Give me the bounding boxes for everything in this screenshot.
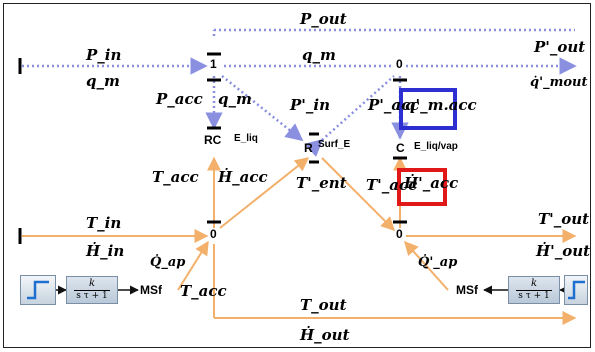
bond-0-to-r	[219, 157, 310, 229]
label-q-m-junction: q_m	[218, 90, 252, 108]
label-t-acc-prime: T'_acc	[366, 176, 418, 194]
node-r-tag: Surf_E	[318, 139, 351, 150]
node-one-junction: 1	[210, 57, 217, 71]
label-q-m-left: q_m	[86, 72, 120, 90]
tf-right-denominator: s τ + 1	[518, 291, 550, 301]
label-p-in: P_in	[86, 46, 122, 64]
bond-qap-left	[177, 240, 209, 291]
label-q-ap-prime: Q̇'_ap	[418, 255, 458, 270]
transfer-function-right: k s τ + 1	[508, 276, 560, 304]
node-zero-top-right: 0	[396, 57, 403, 71]
label-t-acc-bottom: T_acc	[180, 282, 227, 300]
label-t-out: T_out	[300, 296, 347, 314]
label-h-out: Ḣ_out	[300, 326, 350, 344]
diagram-frame	[3, 3, 591, 348]
label-t-ent-prime: T'_ent	[296, 174, 347, 192]
label-q-m-out-prime: q̇'_mout	[530, 75, 588, 90]
bond-r-to-0prime	[321, 157, 395, 231]
label-p-out-prime: P'_out	[534, 38, 586, 56]
highlight-box-blue	[399, 88, 457, 130]
node-rc: RC	[204, 133, 222, 147]
tf-left-bar	[74, 290, 110, 291]
bond-1-to-r	[221, 75, 304, 142]
node-c: C	[396, 141, 405, 155]
label-t-acc: T_acc	[152, 168, 199, 186]
label-t-out-prime: T'_out	[538, 210, 590, 228]
label-h-out-prime: Ḣ'_out	[536, 242, 591, 260]
label-p-acc: P_acc	[156, 90, 203, 108]
node-zero-mid-left: 0	[210, 227, 217, 241]
node-msf-right: MSf	[456, 283, 478, 297]
label-p-acc-prime: P'_acc	[368, 96, 420, 114]
step-icon	[568, 280, 585, 300]
bond-qap-right	[404, 240, 449, 291]
label-h-in: Ḣ_in	[86, 242, 125, 260]
label-t-in: T_in	[86, 214, 122, 232]
label-q-ap: Q̇_ap	[150, 255, 186, 270]
tf-right-bar	[516, 290, 552, 291]
step-icon	[27, 280, 49, 300]
node-c-tag: E_liq/vap	[414, 141, 458, 152]
node-msf-left: MSf	[140, 283, 162, 297]
node-rc-tag: E_liq	[234, 133, 258, 144]
label-p-out: P_out	[300, 10, 347, 28]
label-q-m-center: q_m	[302, 46, 336, 64]
label-h-acc: Ḣ_acc	[218, 168, 268, 186]
step-source-left	[20, 275, 56, 305]
transfer-function-left: k s τ + 1	[66, 276, 118, 304]
label-h-acc-prime: Ḣ'_acc	[404, 174, 459, 192]
label-p-in-prime: P'_in	[290, 96, 330, 114]
step-source-right	[564, 275, 588, 305]
bond-r-to-0	[304, 75, 395, 158]
tf-left-denominator: s τ + 1	[76, 291, 108, 301]
node-r: R	[304, 141, 313, 155]
highlight-box-red	[397, 168, 447, 206]
tf-left-numerator: k	[88, 278, 96, 289]
label-q-m-acc-prime: q'_m.acc	[405, 96, 477, 114]
tf-right-numerator: k	[530, 278, 538, 289]
node-zero-mid-right: 0	[396, 227, 403, 241]
